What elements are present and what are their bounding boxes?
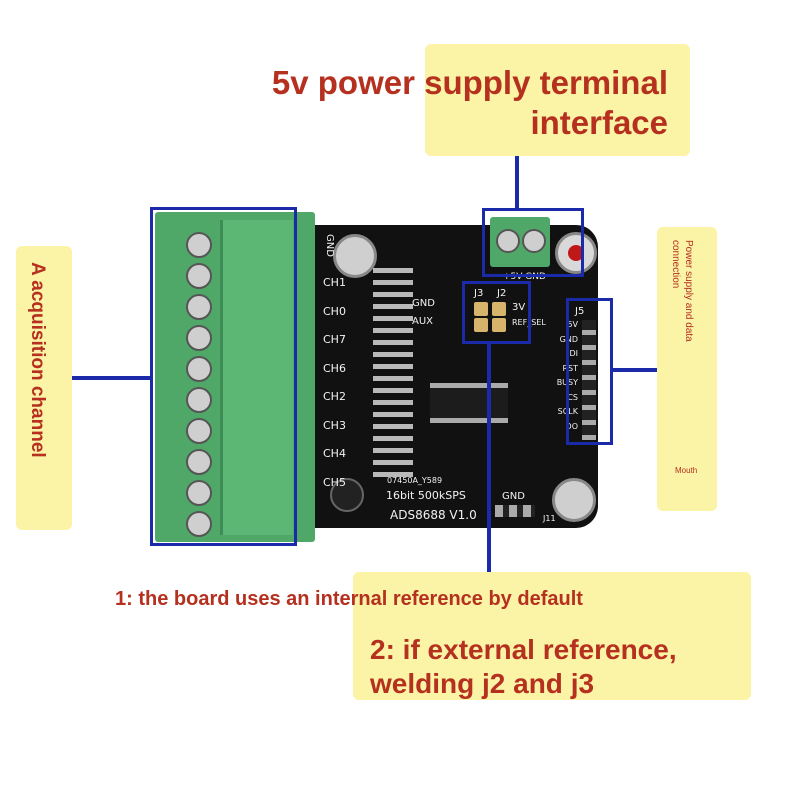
j2-label: J2 (497, 288, 507, 299)
channel-screw (186, 263, 212, 289)
header-highlight-box (566, 298, 613, 445)
j3-label: J3 (474, 288, 484, 299)
channel-label: CH3 (323, 418, 346, 432)
channel-label: CH5 (323, 475, 346, 489)
j2-pad-top (492, 302, 506, 316)
channel-label: CH4 (323, 447, 346, 460)
channel-screw (186, 294, 212, 320)
bottom-gnd-label: GND (502, 491, 525, 502)
power-terminal-highlight-box (482, 208, 584, 277)
j5-pin-label: 5V (567, 320, 578, 329)
data-callout-line (613, 368, 657, 372)
j11-label: J11 (543, 514, 556, 523)
power-terminal-label: +5V GND (503, 272, 546, 282)
channel-screw (186, 387, 212, 413)
power-terminal-title-line2: interface (530, 104, 668, 141)
reference-note-2-line2: welding j2 and j3 (370, 668, 595, 699)
j4-gnd-label: GND (412, 298, 435, 309)
channel-label: CH7 (323, 333, 346, 346)
j3-side-label: 3V (512, 302, 526, 313)
channel-label: CH6 (323, 361, 346, 375)
power-terminal (490, 217, 550, 267)
j3-pad-bottom (474, 318, 488, 332)
reference-note-1: 1: the board uses an internal reference … (115, 588, 583, 610)
adc-chip (430, 383, 508, 423)
part-code: 07450A_Y589 (387, 476, 443, 485)
j5-header (582, 320, 596, 440)
channel-label: CH1 (323, 276, 346, 289)
power-data-callout (657, 227, 717, 511)
resistor-array (373, 268, 413, 480)
channel-screw (186, 356, 212, 382)
acquisition-callout-line (72, 376, 150, 380)
power-data-line1: Power supply and data (683, 240, 694, 342)
j3-pad-top (474, 302, 488, 316)
channel-screw (186, 511, 212, 537)
spec-label: 16bit 500kSPS (386, 489, 466, 502)
power-data-line2: connection (670, 240, 681, 289)
j5-pin-label: DI (569, 349, 578, 358)
acquisition-label: A acquisition channel (27, 262, 48, 458)
j5-pin-label: CS (567, 392, 578, 402)
reference-callout (353, 572, 751, 700)
power-terminal-callout (425, 44, 690, 156)
channel-screw (186, 449, 212, 475)
mounting-hole-top-left (333, 234, 377, 278)
mounting-hole-bottom-left (330, 478, 364, 512)
j5-pin-label: RST (562, 363, 578, 373)
j2-pad-bottom (492, 318, 506, 332)
channel-label: CH2 (323, 390, 346, 403)
j4-aux-label: AUX (412, 316, 434, 327)
top-gnd-label: GND (324, 234, 335, 257)
channel-screw (186, 325, 212, 351)
power-callout-line (515, 156, 519, 208)
channel-screw (186, 480, 212, 506)
channel-label: CH0 (323, 304, 346, 318)
jumper-highlight-box (462, 281, 531, 344)
acquisition-callout (16, 246, 72, 530)
channel-screw (186, 418, 212, 444)
channel-terminal-ridge (220, 220, 293, 535)
reference-callout-line (487, 344, 491, 572)
channel-highlight-box (150, 207, 297, 546)
mounting-hole-bottom-right (552, 478, 596, 522)
j5-label: J5 (575, 306, 585, 317)
model-label: ADS8688 V1.0 (390, 508, 477, 522)
channel-screw (186, 232, 212, 258)
power-terminal-title-line1: 5v power supply terminal (271, 64, 668, 101)
bottom-header (495, 505, 535, 517)
j5-pin-label: DO (565, 421, 578, 431)
mounting-hole-top-right (555, 232, 597, 274)
reference-note-2-line1: 2: if external reference, (370, 634, 677, 665)
power-data-small: Mouth (675, 466, 698, 475)
